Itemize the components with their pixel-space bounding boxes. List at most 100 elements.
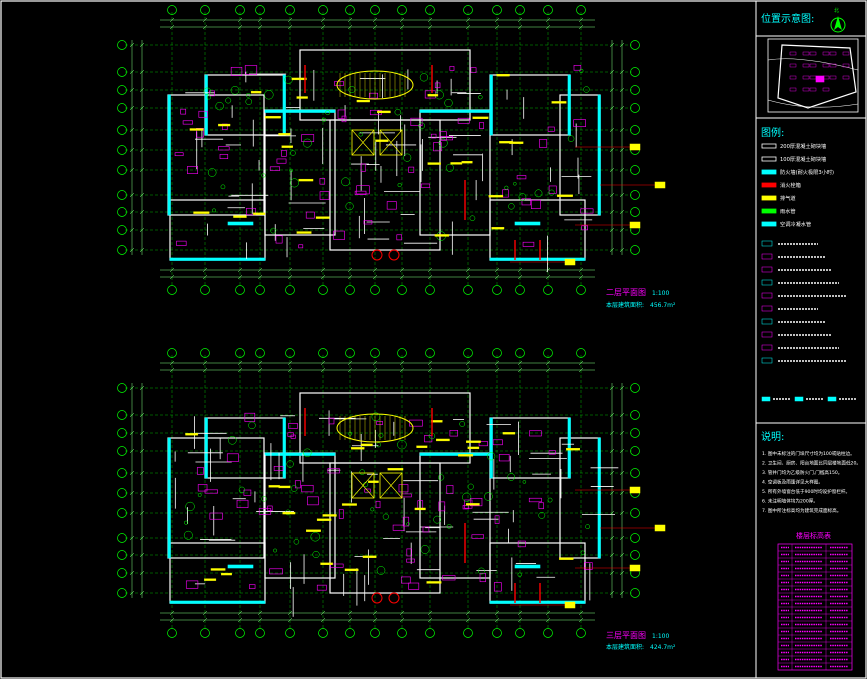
- location-map-detail: [767, 44, 859, 109]
- dim-tick: [257, 17, 263, 23]
- dim-tick: [494, 617, 500, 623]
- dim-tick: [427, 267, 433, 273]
- dim-tick: [139, 127, 145, 133]
- furniture: [270, 227, 277, 234]
- wall: [167, 94, 265, 216]
- fixture: [438, 501, 446, 512]
- dim-tick: [237, 610, 243, 616]
- dim-tick: [372, 610, 378, 616]
- dim-tick: [287, 367, 293, 373]
- north-arrow-icon: 北: [830, 7, 846, 33]
- furniture: [376, 442, 382, 448]
- furniture: [567, 135, 575, 142]
- dim-tick: [257, 24, 263, 30]
- callout-tag: [629, 221, 641, 229]
- dim-tick: [287, 274, 293, 280]
- axis-bubble: [167, 348, 177, 358]
- axis-bubble: [318, 348, 328, 358]
- axis-bubble: [630, 165, 640, 175]
- wall-cyan: [597, 94, 601, 216]
- furniture: [583, 86, 590, 93]
- room-label-mark: [566, 448, 581, 451]
- fixture: [369, 92, 378, 99]
- legend-glyph: [761, 292, 773, 299]
- axis-bubble: [117, 428, 127, 438]
- axis-bubble: [370, 348, 380, 358]
- furniture: [518, 193, 527, 201]
- room-label-mark: [282, 511, 296, 515]
- furniture: [467, 483, 474, 490]
- dim-tick: [129, 69, 135, 75]
- dim-tick: [320, 617, 326, 623]
- fixture: [269, 166, 281, 171]
- note-line: 1. 图中未标注的门垛尺寸均为100或贴柱边。: [762, 450, 855, 457]
- furniture: [238, 486, 245, 493]
- dim-tick: [609, 590, 615, 596]
- fixture: [433, 142, 442, 152]
- dim-tick: [517, 24, 523, 30]
- site-building: [802, 87, 810, 92]
- fixture: [269, 568, 283, 575]
- room-label-mark: [185, 433, 199, 436]
- furniture: [513, 181, 517, 186]
- stair-core: [336, 70, 414, 156]
- fixture: [502, 189, 509, 198]
- level-table: 楼层标高表: [777, 531, 853, 671]
- wall-cyan: [489, 74, 493, 136]
- dim-tick: [545, 360, 551, 366]
- dim-tick: [129, 552, 135, 558]
- dim-tick: [465, 360, 471, 366]
- dim-tick: [257, 274, 263, 280]
- dim-tick: [465, 617, 471, 623]
- fixture: [392, 524, 405, 531]
- dim-tick: [202, 367, 208, 373]
- dim-tick: [578, 617, 584, 623]
- dim-tick: [609, 42, 615, 48]
- plan-scale-3f: 1:100: [652, 633, 669, 640]
- room-label-mark: [362, 555, 377, 558]
- furniture: [303, 448, 312, 458]
- room-label-mark: [221, 572, 232, 576]
- dim-tick: [619, 127, 625, 133]
- furniture: [444, 98, 453, 108]
- fixture: [219, 154, 229, 160]
- dim-tick: [139, 570, 145, 576]
- furniture: [212, 208, 216, 213]
- axis-bubble: [492, 5, 502, 15]
- furniture: [504, 185, 509, 190]
- axis-bubble: [425, 628, 435, 638]
- dim-tick: [169, 610, 175, 616]
- fixture: [398, 484, 409, 493]
- dim-tick: [578, 367, 584, 373]
- axis-bubble: [285, 348, 295, 358]
- note-line: 7. 图中所注标高均为建筑完成面标高。: [762, 507, 841, 514]
- dim-tick: [202, 267, 208, 273]
- dim-tick: [545, 617, 551, 623]
- dim-tick: [347, 367, 353, 373]
- site-building: [829, 63, 837, 68]
- wall: [419, 452, 491, 579]
- dim-tick: [347, 267, 353, 273]
- axis-bubble: [235, 348, 245, 358]
- axis-bubble: [630, 428, 640, 438]
- dim-tick: [129, 147, 135, 153]
- axis-bubble: [543, 285, 553, 295]
- legend-glyph: [761, 318, 773, 325]
- dim-tick: [139, 209, 145, 215]
- dim-tick: [545, 367, 551, 373]
- dim-tick: [202, 360, 208, 366]
- wall-cyan: [514, 564, 541, 569]
- site-building: [802, 75, 810, 80]
- axis-bubble: [630, 103, 640, 113]
- room-label-mark: [351, 447, 365, 450]
- dim-tick: [427, 617, 433, 623]
- fixture: [354, 190, 367, 195]
- dim-tick: [287, 17, 293, 23]
- fixture: [470, 67, 477, 73]
- fixture: [424, 435, 433, 443]
- furniture: [341, 177, 350, 187]
- fixture: [298, 244, 304, 249]
- furniture: [507, 473, 515, 481]
- fixture: [584, 562, 593, 570]
